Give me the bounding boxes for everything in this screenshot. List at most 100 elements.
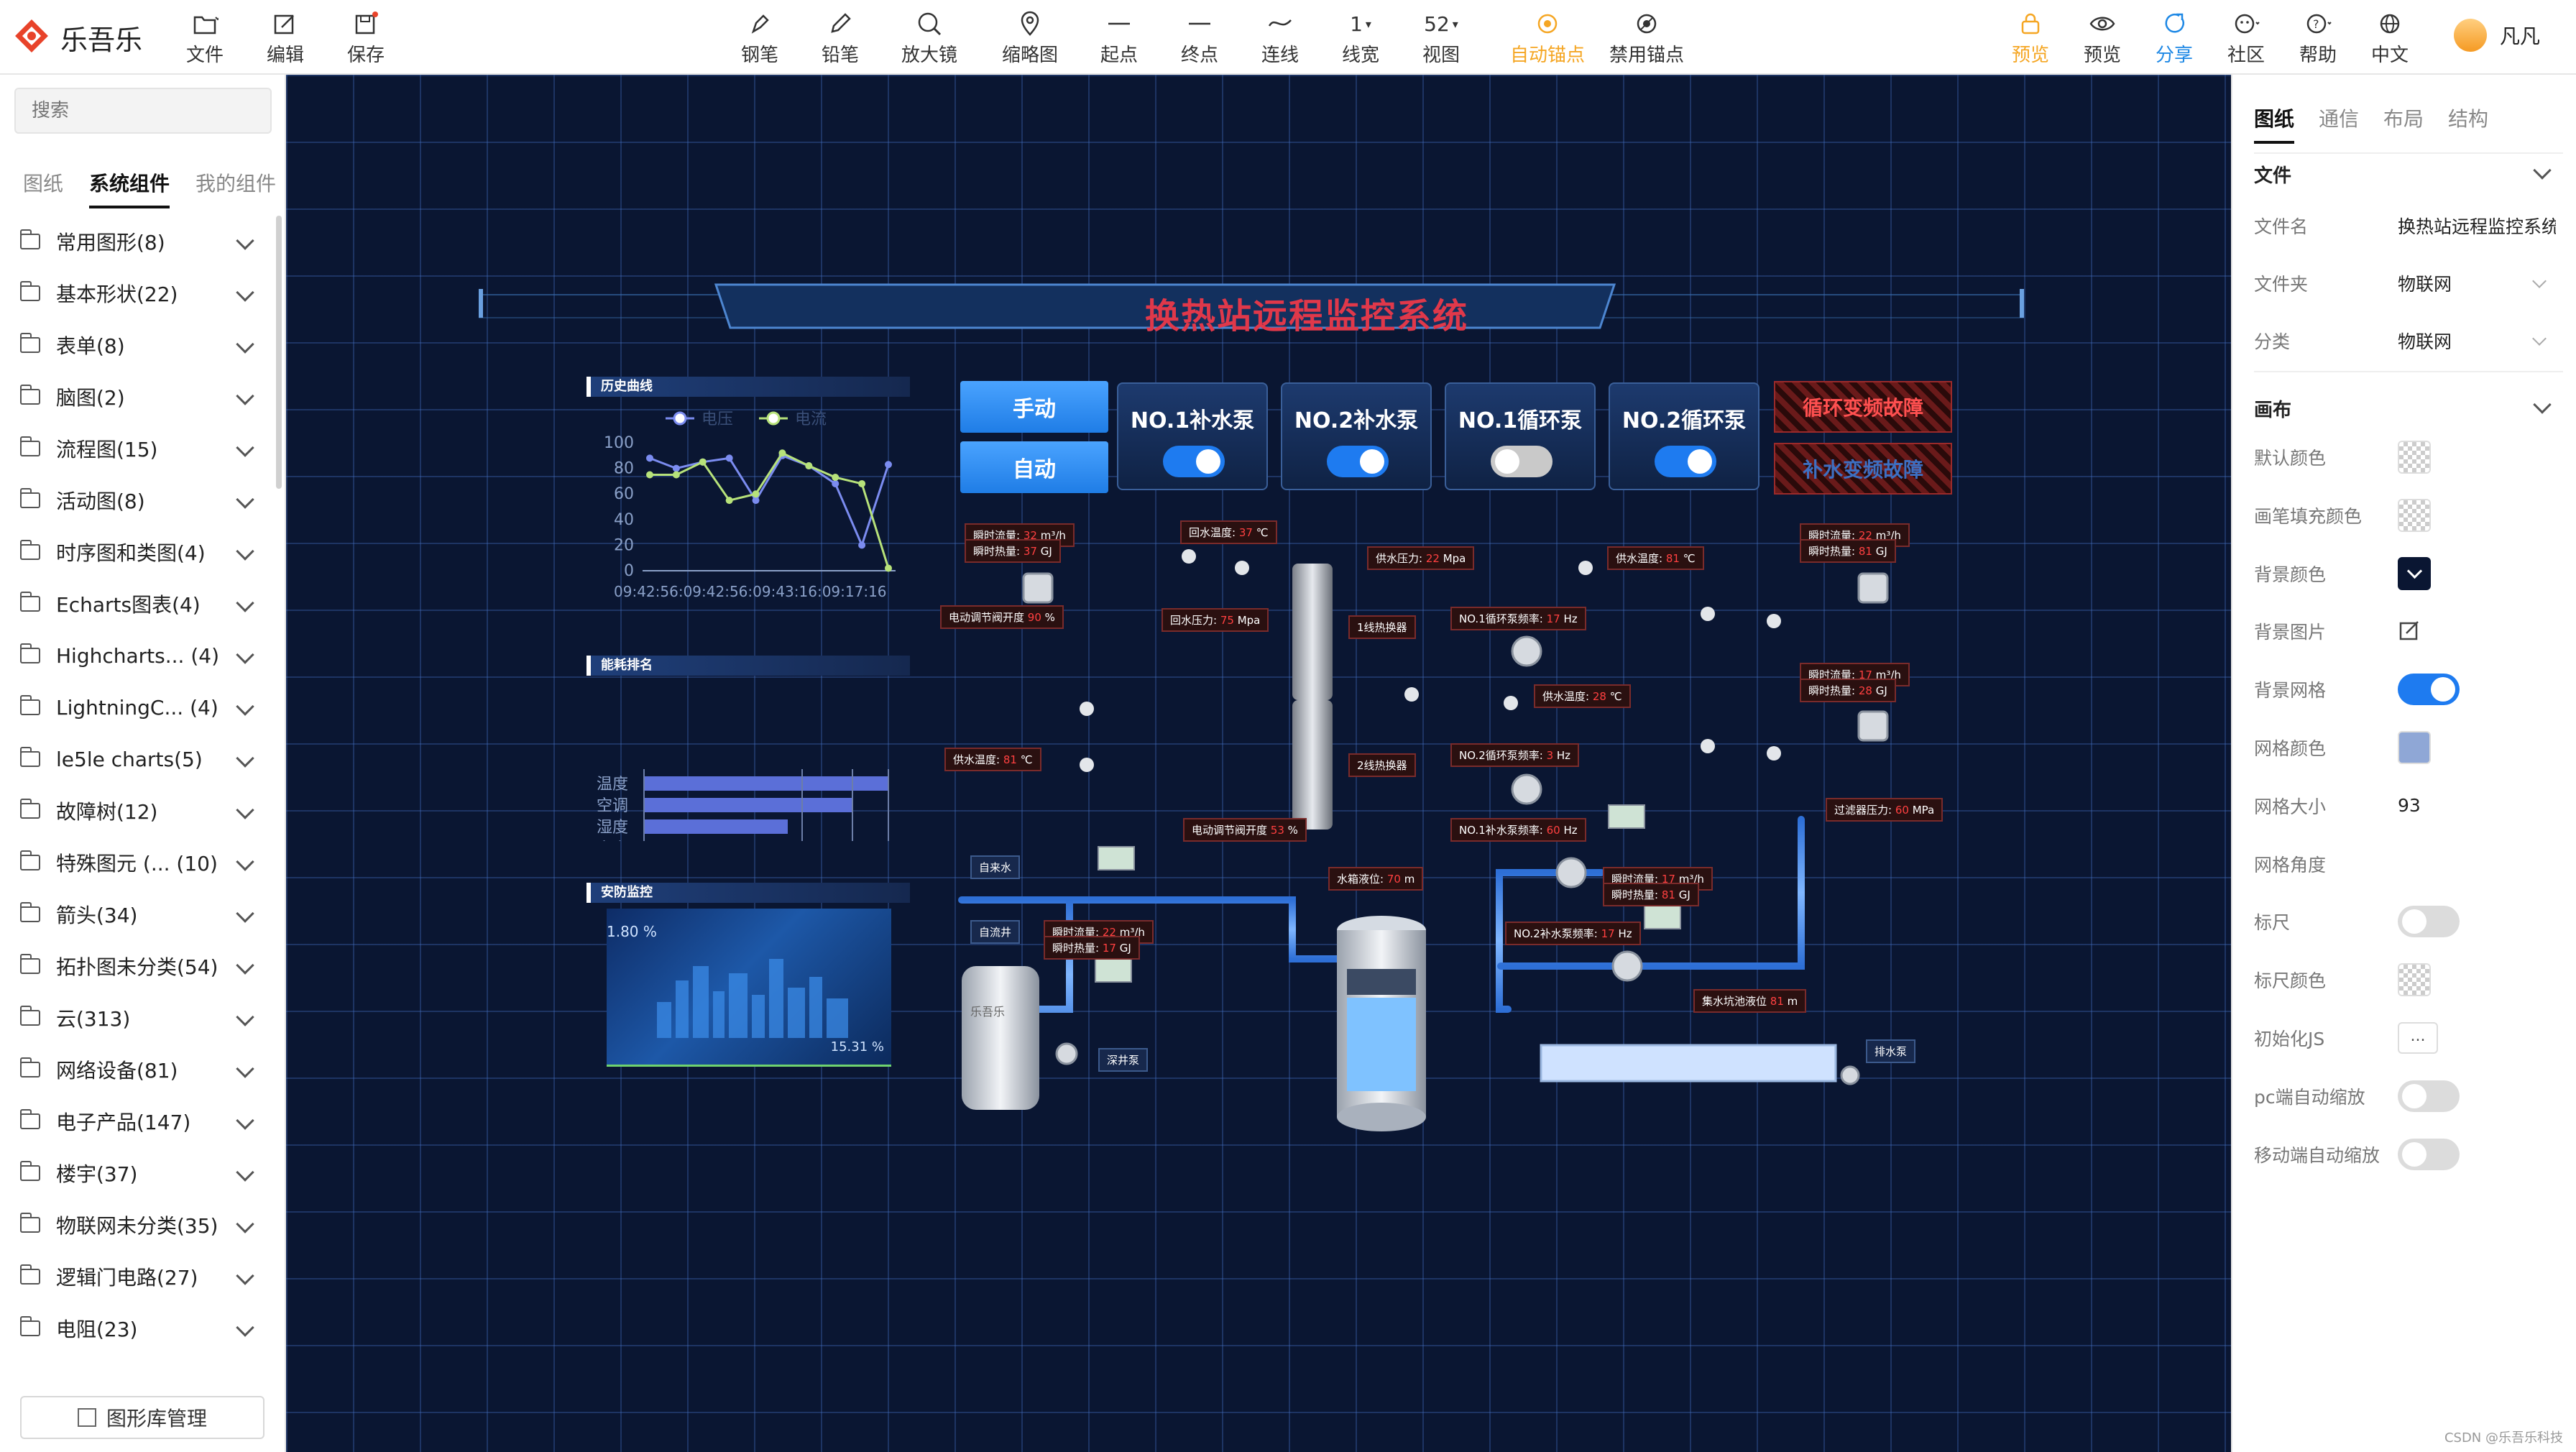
file-name-input[interactable]: 换热站远程监控系统 [2398,216,2556,237]
library-manage-button[interactable]: 图形库管理 [20,1396,264,1439]
scrollbar-thumb[interactable] [276,216,282,489]
tab-communication[interactable]: 通信 [2319,107,2360,131]
edit-menu[interactable]: 编辑 [246,7,325,69]
category-item[interactable]: 流程图(15) [0,423,273,474]
y-tick-label: 100 [604,434,634,452]
legend-marker [673,411,687,426]
toggle-switch[interactable] [2398,906,2460,938]
ranking-chart: 温度 空调 湿度 窗帘 [597,769,889,841]
toggle-switch[interactable] [2398,674,2460,706]
grid-size-input[interactable]: 93 [2398,795,2421,817]
lock-preview-button[interactable]: 预览 [1991,7,2070,69]
edit-icon[interactable] [2398,619,2422,643]
auto-anchor-tool[interactable]: 自动锚点 [1501,7,1594,69]
tab-structure[interactable]: 结构 [2448,107,2489,131]
category-item[interactable]: 云(313) [0,992,273,1044]
ranking-panel-title: 能耗排名 [586,656,910,676]
line-end-tool[interactable]: 终点 [1160,7,1239,69]
category-item[interactable]: 活动图(8) [0,474,273,526]
category-item[interactable]: 逻辑门电路(27) [0,1251,273,1302]
language-menu[interactable]: 中文 [2350,7,2429,69]
color-swatch[interactable] [2398,441,2431,474]
pen-tool[interactable]: 钢笔 [720,7,799,69]
file-menu[interactable]: 文件 [165,7,244,69]
data-tag: 瞬时热量: 81 GJ [1603,883,1699,906]
category-item[interactable]: 脑图(2) [0,371,273,423]
disable-anchor-icon [1637,14,1657,34]
flow-meter-icon [1022,572,1054,604]
data-point [646,471,653,479]
magnifier-icon [918,12,942,36]
category-item[interactable]: 故障树(12) [0,785,273,837]
tab-system-components[interactable]: 系统组件 [89,168,170,208]
section-canvas[interactable]: 画布 [2254,395,2556,424]
pump-toggle[interactable] [1327,446,1389,477]
category-item[interactable]: 特殊图元 (... (10) [0,837,273,888]
pump-toggle[interactable] [1163,446,1225,477]
init-js-button[interactable]: ... [2398,1022,2438,1054]
category-item[interactable]: Highcharts... (4) [0,630,273,681]
pump-toggle[interactable] [1491,446,1552,477]
help-menu[interactable]: ? 帮助 [2278,7,2358,69]
toggle-switch[interactable] [2398,1080,2460,1112]
lock-preview-icon [2021,13,2040,35]
category-item[interactable]: 箭头(34) [0,888,273,940]
connector-tool[interactable]: 连线 [1241,7,1320,69]
manual-mode-button[interactable]: 手动 [960,381,1108,433]
magnifier-tool[interactable]: 放大镜 [890,7,969,69]
category-item[interactable]: 网络设备(81) [0,1044,273,1095]
history-chart: 02040608010009:42:56:09:42:56:09:43:16:0… [604,410,896,600]
category-item[interactable]: 基本形状(22) [0,267,273,319]
category-item[interactable]: 电子产品(147) [0,1095,273,1147]
category-item[interactable]: 时序图和类图(4) [0,526,273,578]
heat-exchanger-1 [1292,564,1333,700]
view-select[interactable]: 52▾ 视图 [1422,12,1460,67]
data-tag: NO.2循环泵频率: 3 Hz [1450,743,1580,767]
category-item[interactable]: Echarts图表(4) [0,578,273,630]
search-input[interactable] [14,88,272,134]
app-logo[interactable]: 乐吾乐 [13,17,142,58]
save-button[interactable]: 保存 [326,7,405,69]
thumbnail-tool[interactable]: 缩略图 [990,7,1070,69]
category-item[interactable]: 表单(8) [0,319,273,371]
toggle-switch[interactable] [2398,1138,2460,1170]
color-swatch[interactable] [2398,731,2431,764]
category-item[interactable]: LightningC... (4) [0,681,273,733]
category-item[interactable]: 拓扑图未分类(54) [0,940,273,992]
pump-toggle[interactable] [1655,446,1716,477]
category-item[interactable]: le5le charts(5) [0,733,273,785]
tab-my-components[interactable]: 我的组件 [196,172,277,196]
chevron-down-icon [236,1163,254,1182]
label-artesian-well: 自流井 [970,920,1021,944]
line-start-tool[interactable]: 起点 [1080,7,1159,69]
section-file[interactable]: 文件 [2254,161,2556,190]
file-prop-select[interactable]: 物联网 [2398,270,2556,296]
color-swatch[interactable] [2398,556,2431,590]
pump-icon [1611,950,1643,982]
pencil-tool[interactable]: 铅笔 [801,7,880,69]
tab-layout[interactable]: 布局 [2383,107,2424,131]
file-prop-select[interactable]: 物联网 [2398,328,2556,354]
tab-drawings[interactable]: 图纸 [23,172,64,196]
color-swatch[interactable] [2398,963,2431,997]
category-item[interactable]: 物联网未分类(35) [0,1199,273,1251]
data-point [672,464,680,472]
folder-icon [20,436,40,456]
share-button[interactable]: 分享 [2135,7,2214,69]
disable-anchor-tool[interactable]: 禁用锚点 [1600,7,1693,69]
category-item[interactable]: 常用图形(8) [0,216,273,267]
auto-mode-button[interactable]: 自动 [960,441,1108,493]
chevron-down-icon [236,1267,254,1285]
community-icon [2235,14,2260,34]
user-menu[interactable]: 凡凡 [2453,19,2540,52]
category-item[interactable]: 楼宇(37) [0,1147,273,1199]
category-item[interactable]: 电阻(23) [0,1302,273,1354]
community-menu[interactable]: 社区 [2207,7,2286,69]
preview-button[interactable]: 预览 [2063,7,2142,69]
color-swatch[interactable] [2398,498,2431,532]
folder-icon [20,592,40,612]
line-width-select[interactable]: 1▾ 线宽 [1341,12,1379,67]
tab-drawing[interactable]: 图纸 [2254,104,2295,144]
canvas-prop-row: 默认颜色 [2254,436,2563,479]
